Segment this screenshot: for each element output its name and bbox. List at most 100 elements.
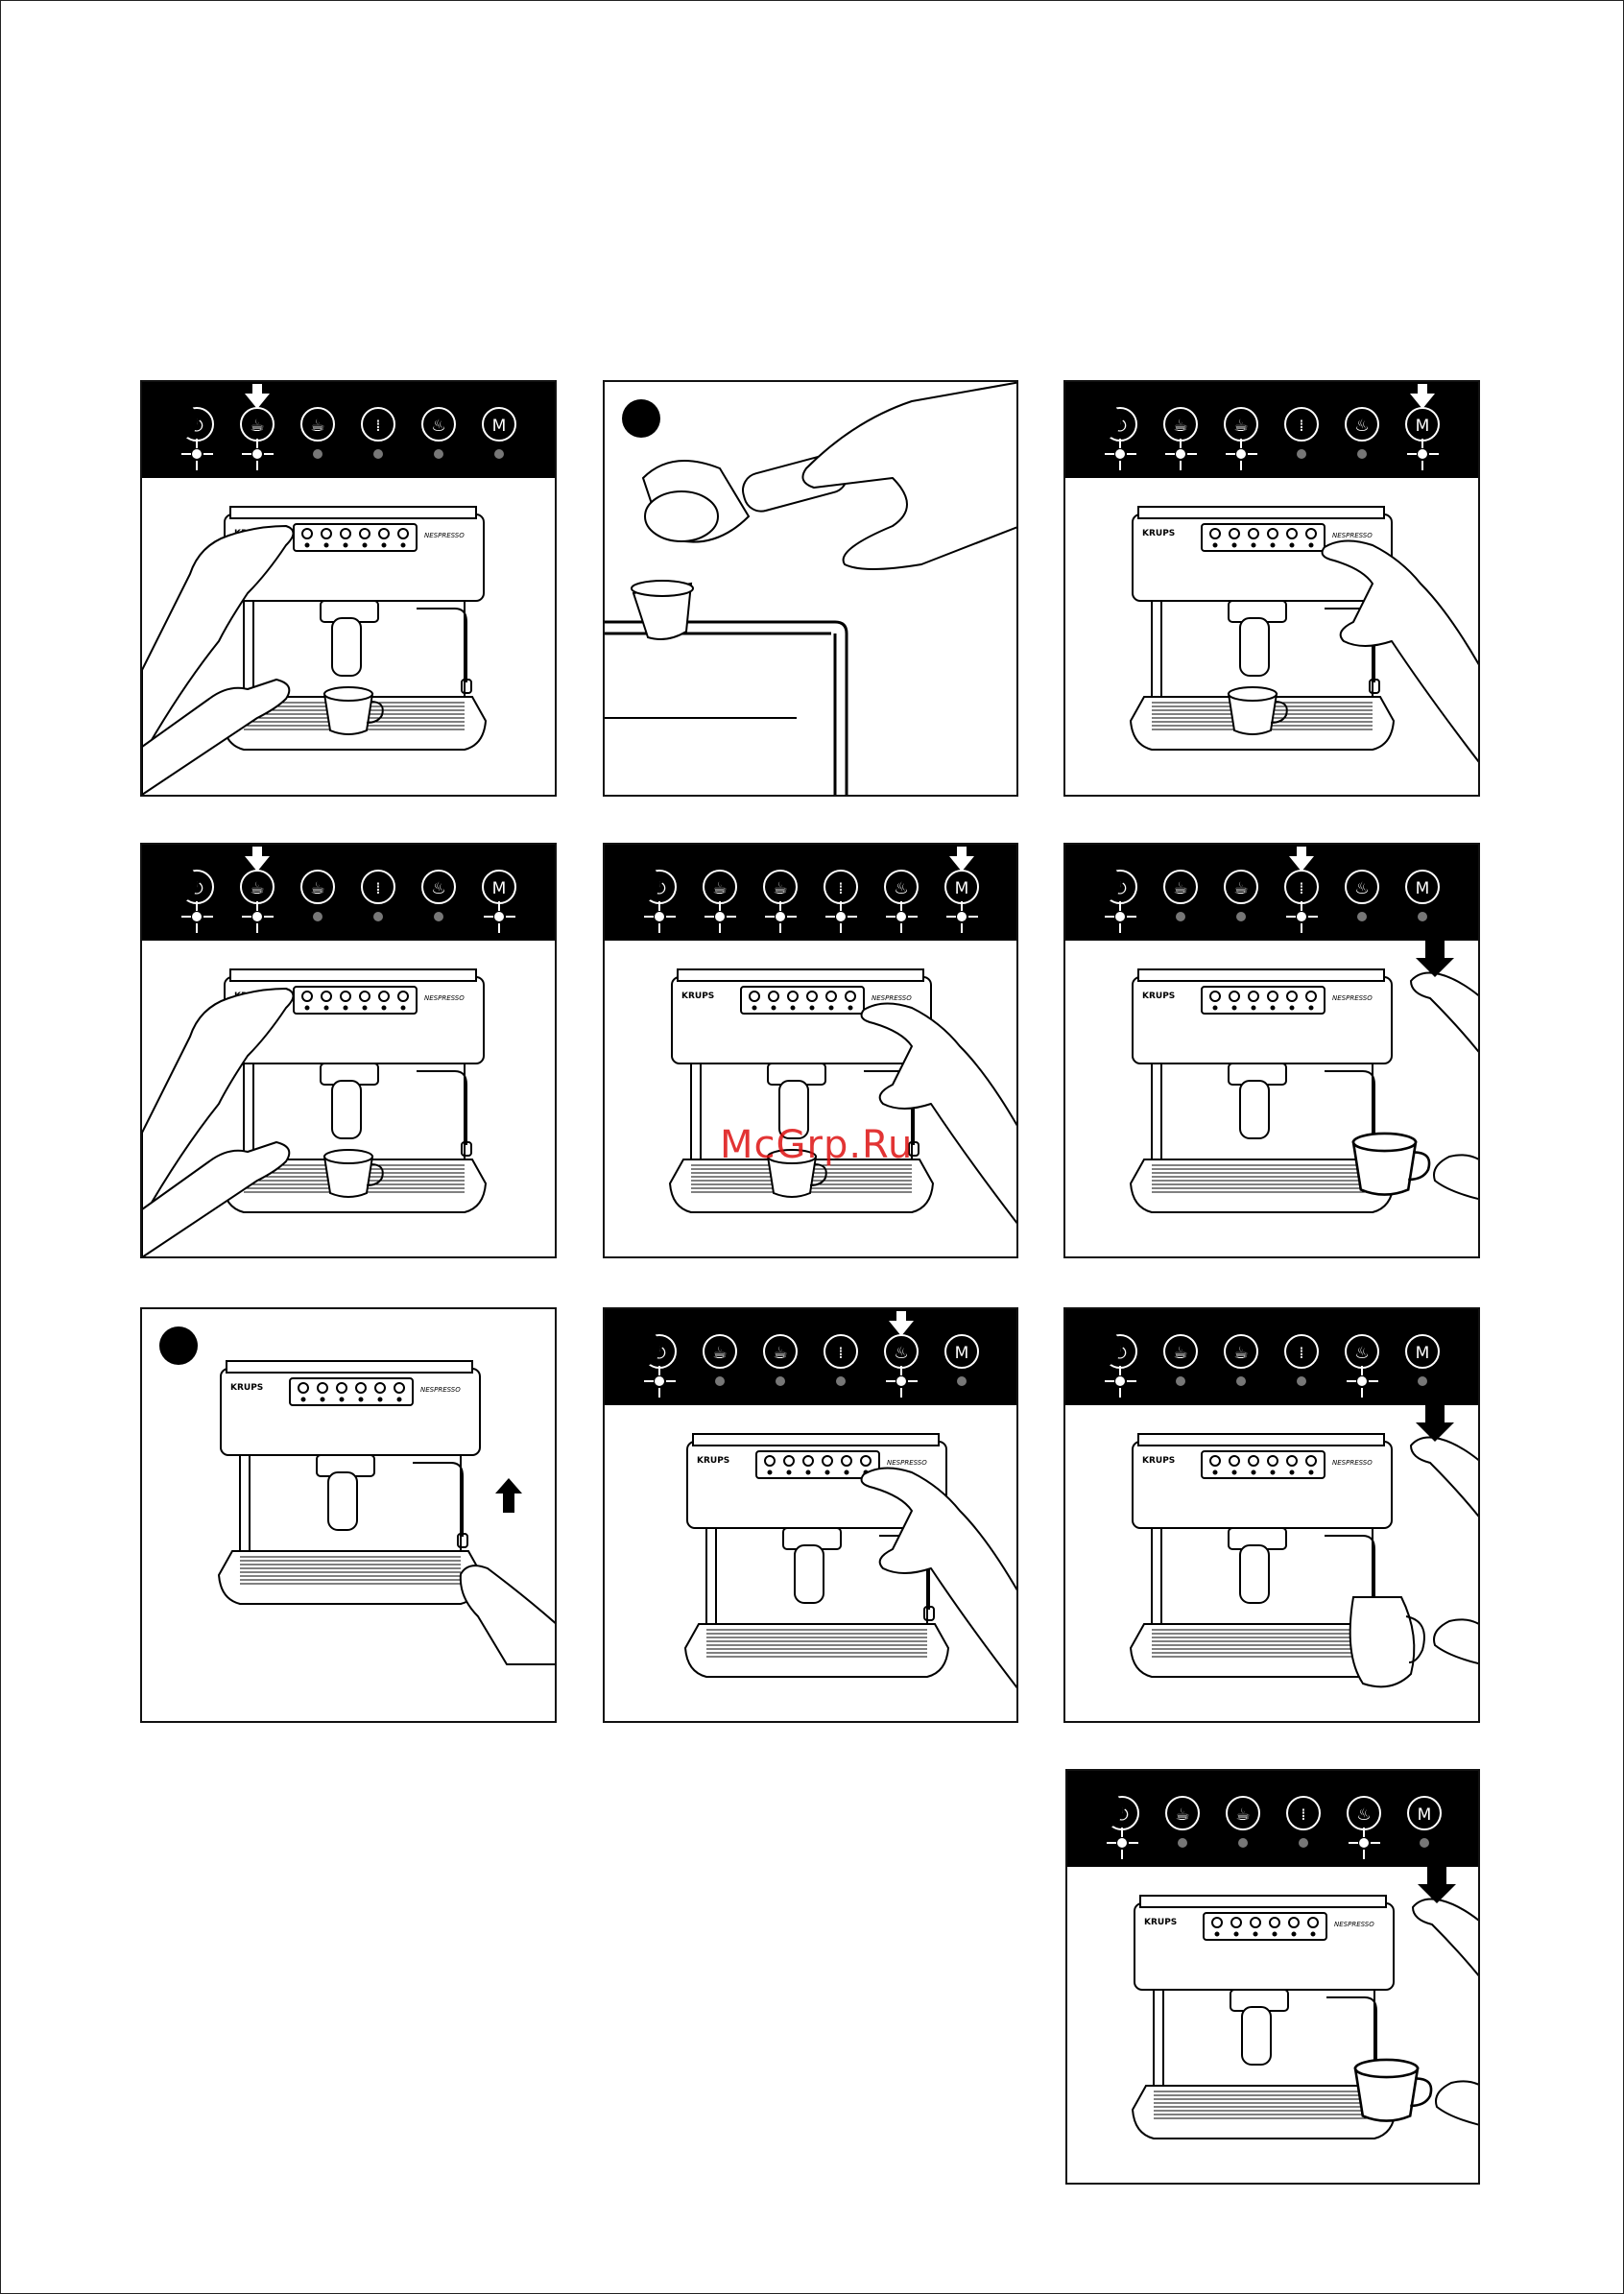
control-panel-bar: ⏻☕☕⁞♨M: [142, 382, 555, 478]
led-lit-icon: [252, 449, 262, 459]
machine-led: [1272, 544, 1275, 547]
led-off-icon: [434, 912, 443, 921]
led-off-icon: [836, 1376, 846, 1386]
holder-opening: [645, 491, 718, 541]
step-illustration: KRUPS NESPRESSO: [1065, 941, 1478, 1256]
press-arrow-icon: [245, 856, 270, 872]
machine-led: [846, 1471, 848, 1474]
machine-led: [325, 1007, 328, 1010]
led-glow-ray: [1301, 923, 1302, 933]
led-glow-ray: [1240, 439, 1242, 448]
led-glow-ray: [825, 916, 835, 918]
led-glow-ray: [908, 1380, 918, 1382]
machine-led: [1233, 1007, 1236, 1010]
hot-water-icon: ♨: [421, 870, 456, 904]
led-lit-icon: [1115, 1376, 1125, 1386]
led-lit-icon: [1236, 449, 1246, 459]
led-glow-ray: [1429, 453, 1439, 455]
machine-top: [693, 1434, 939, 1446]
capsule-holder: [795, 1545, 824, 1603]
machine-led: [1254, 1933, 1257, 1936]
steam-icon: ⁞: [361, 407, 395, 442]
partner-label: NESPRESSO: [420, 1386, 461, 1394]
led-glow-ray: [1371, 1842, 1380, 1844]
hot-water-icon: ♨: [884, 870, 919, 904]
step-panel-3: ⏻☕☕⁞♨MKRUPSNESPRESSO: [1063, 380, 1480, 797]
led-glow-ray: [1127, 1380, 1136, 1382]
led-glow-ray: [242, 453, 251, 455]
machine-led: [402, 1007, 405, 1010]
machine-control-strip: [1204, 1913, 1326, 1940]
menu-icon: M: [482, 407, 516, 442]
drip-tray: [1131, 1159, 1394, 1212]
step-marker-icon: [622, 1328, 660, 1367]
led-glow-ray: [264, 453, 274, 455]
control-panel-bar: ⏻☕☕⁞♨M: [1065, 1309, 1478, 1405]
large-cup-icon: ☕: [1224, 1334, 1258, 1369]
steam-icon: ⁞: [1286, 1796, 1321, 1830]
hand-icon: [461, 1565, 555, 1664]
machine-top: [678, 969, 923, 981]
led-glow-ray: [1119, 1366, 1121, 1375]
partner-label: NESPRESSO: [1334, 1921, 1374, 1928]
led-off-icon: [776, 1376, 785, 1386]
machine-led: [1274, 1933, 1277, 1936]
machine-led: [398, 1398, 401, 1401]
menu-icon: M: [1405, 1334, 1440, 1369]
hand-icon: [1434, 1619, 1478, 1664]
hot-water-icon: ♨: [1345, 870, 1379, 904]
machine-control-strip: [294, 987, 417, 1014]
led-glow-ray: [1347, 1380, 1356, 1382]
led-glow-ray: [506, 916, 515, 918]
steam-pipe: [413, 1463, 463, 1537]
led-glow-ray: [840, 901, 842, 911]
led-glow-ray: [1363, 1828, 1365, 1837]
partner-label: NESPRESSO: [887, 1459, 927, 1467]
led-glow-ray: [1301, 901, 1302, 911]
coffee-machine: KRUPSNESPRESSO: [1133, 1896, 1396, 2139]
led-glow-ray: [848, 916, 857, 918]
machine-corner: [605, 622, 847, 795]
led-glow-ray: [264, 916, 274, 918]
cup-rim: [1229, 687, 1277, 701]
large-cup-icon: ☕: [1224, 407, 1258, 442]
led-off-icon: [1297, 449, 1306, 459]
hot-water-icon: ♨: [1345, 407, 1379, 442]
menu-icon: M: [1405, 407, 1440, 442]
cup-rim: [324, 687, 372, 701]
led-glow-ray: [256, 923, 258, 933]
steam-icon: ⁞: [824, 870, 858, 904]
led-lit-icon: [776, 912, 785, 921]
hand-icon: [1436, 2081, 1478, 2126]
brand-label: KRUPS: [1142, 992, 1175, 1001]
led-glow-ray: [1127, 453, 1136, 455]
led-glow-ray: [1421, 439, 1423, 448]
small-cup-icon: ☕: [1163, 870, 1198, 904]
led-glow-ray: [1187, 453, 1197, 455]
control-panel-bar: ⏻☕☕⁞♨M: [142, 845, 555, 941]
capsule-holder: [332, 618, 361, 676]
small-cup-icon: ☕: [703, 870, 737, 904]
led-glow-ray: [658, 901, 660, 911]
machine-top: [1138, 1434, 1384, 1446]
steam-icon: ⁞: [824, 1334, 858, 1369]
led-glow-ray: [658, 1388, 660, 1398]
press-arrow-icon: [245, 394, 270, 409]
led-off-icon: [1238, 1838, 1248, 1848]
jug-body: [1350, 1597, 1415, 1686]
large-cup-icon: ☕: [763, 1334, 798, 1369]
menu-icon: M: [1405, 870, 1440, 904]
steam-pipe: [417, 1071, 466, 1145]
led-off-icon: [1357, 912, 1367, 921]
machine-led: [1253, 1007, 1255, 1010]
led-off-icon: [957, 1376, 967, 1386]
hot-water-icon: ♨: [1345, 1334, 1379, 1369]
led-off-icon: [1236, 1376, 1246, 1386]
led-glow-ray: [961, 923, 963, 933]
led-glow-ray: [1129, 1842, 1138, 1844]
led-glow-ray: [1407, 453, 1417, 455]
capsule-holder: [1240, 1545, 1269, 1603]
partner-label: NESPRESSO: [1332, 994, 1373, 1002]
